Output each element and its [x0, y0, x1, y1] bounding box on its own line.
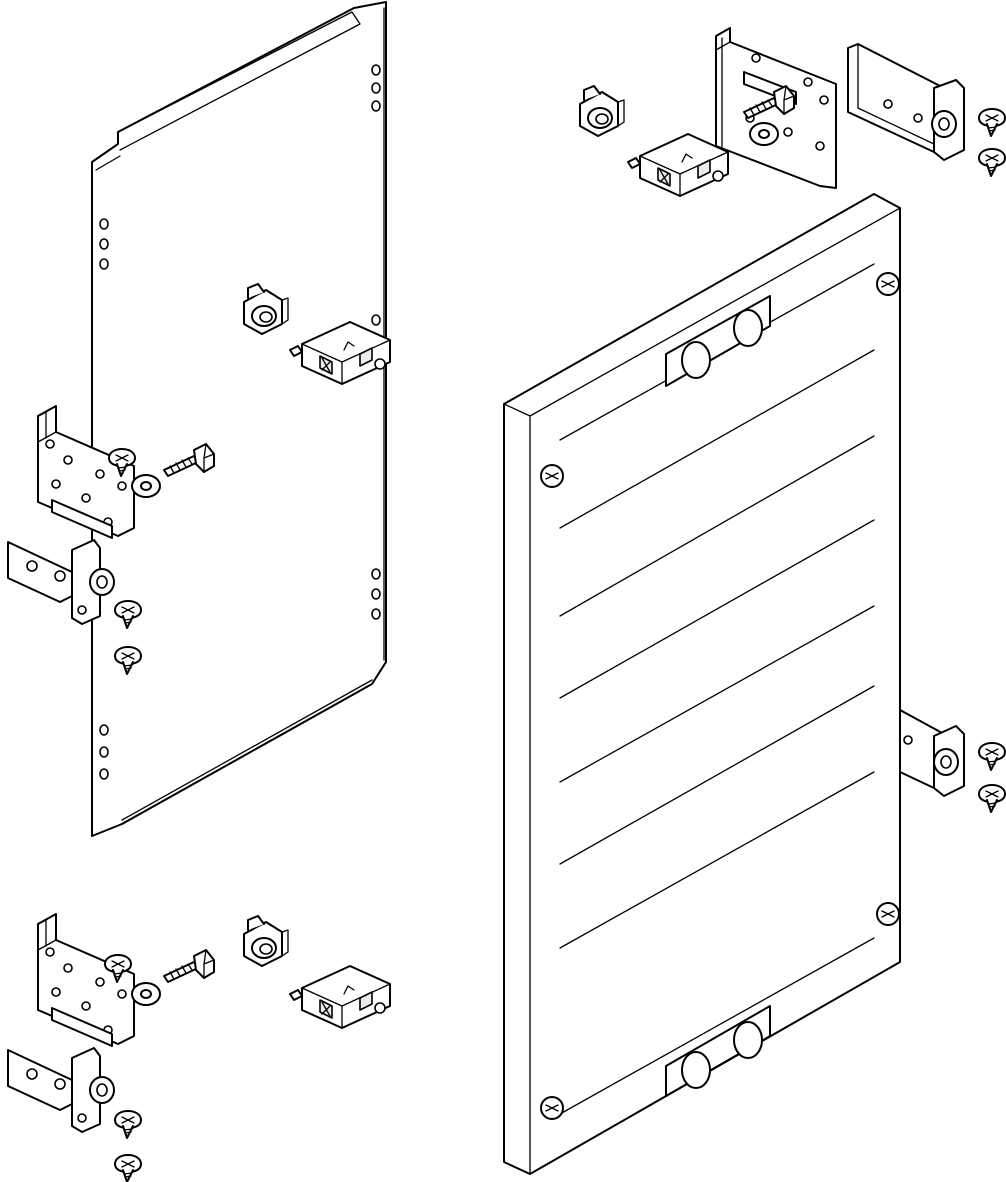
right-cover-box	[503, 193, 901, 1175]
panel-holes-lower-left	[99, 724, 109, 780]
panel-holes-top-right	[371, 64, 381, 112]
top-right-parts	[579, 27, 1006, 197]
left-door-panel	[7, 1, 391, 837]
bottom-left-parts	[7, 913, 391, 1182]
cover-corner-screws	[540, 272, 900, 1120]
hinge-arm-right	[899, 709, 965, 797]
cover-grooves	[559, 263, 875, 1115]
cover-cutout-bottom	[665, 1005, 771, 1097]
cover-cutout-top	[665, 295, 771, 387]
hinge-plate-top	[715, 27, 837, 189]
panel-holes-upper-left	[99, 218, 109, 270]
right-side-parts	[899, 709, 1006, 813]
hinge-arm-top	[847, 43, 965, 161]
panel-holes-right-middle	[371, 314, 381, 620]
